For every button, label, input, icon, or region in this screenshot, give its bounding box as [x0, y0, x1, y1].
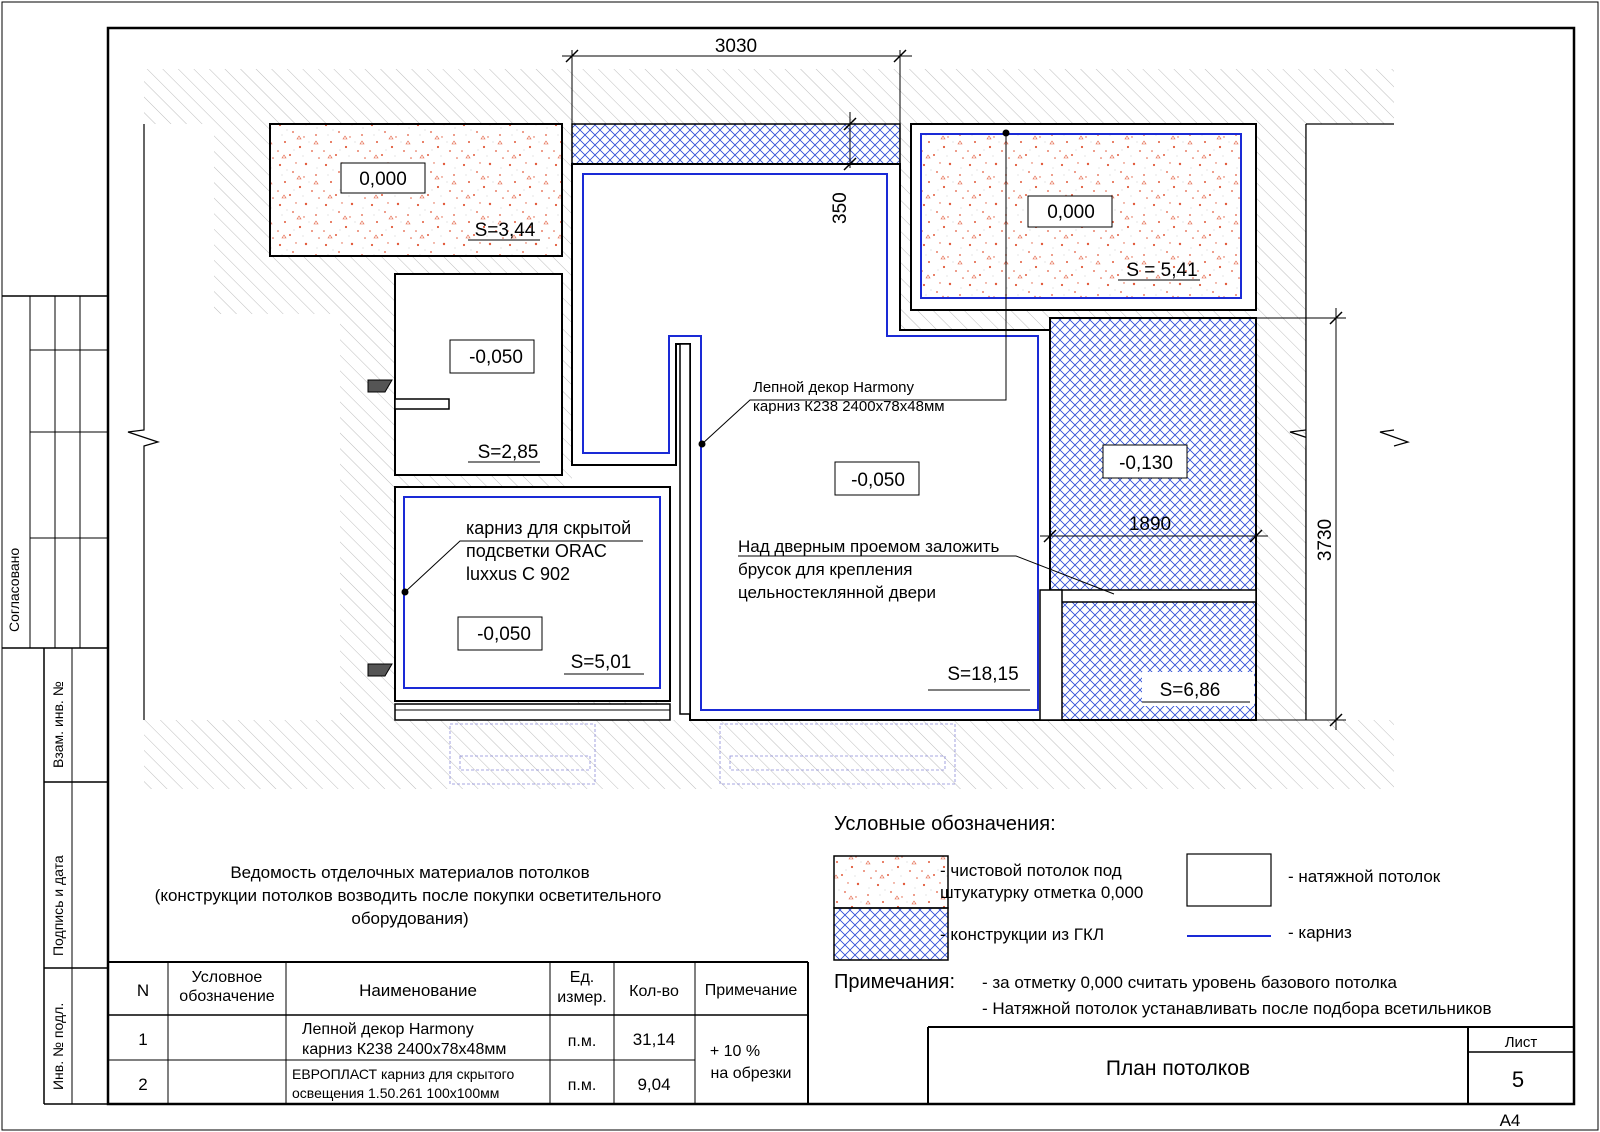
schedule-table	[108, 961, 809, 1104]
room-center-level: -0,050	[851, 470, 905, 491]
schedule-note-1: + 10 %	[710, 1043, 760, 1060]
annotation-door-2: брусок для крепления	[738, 560, 912, 579]
title-block	[927, 1026, 1574, 1104]
schedule-row1-n: 1	[138, 1030, 147, 1049]
room-mid-left-level: -0,050	[469, 347, 523, 368]
leader-harmony	[701, 133, 1007, 445]
legend-cornice: - карниз	[1288, 923, 1352, 942]
room-top-left-area: S=3,44	[475, 220, 536, 241]
room-right-level: -0,130	[1119, 453, 1173, 474]
annotation-orac-2: подсветки ORAC	[466, 541, 607, 561]
dimension-1890	[1040, 529, 1268, 543]
legend-swatch-stretch	[1186, 853, 1272, 907]
title-block-sheet-number: 5	[1512, 1067, 1524, 1092]
schedule-title-1: Ведомость отделочных материалов потолков	[230, 863, 589, 882]
schedule-header-qty: Кол-во	[629, 983, 679, 1000]
sheet-format: А4	[1500, 1111, 1521, 1130]
schedule-row2-unit: п.м.	[568, 1077, 597, 1094]
legend-plaster-1: - чистовой потолок под	[940, 861, 1122, 880]
window-hints	[449, 723, 956, 785]
legend-gkl: - конструкции из ГКЛ	[940, 925, 1104, 944]
notes-title: Примечания:	[834, 971, 955, 993]
annotation-harmony-2: карниз К238 2400х78х48мм	[753, 398, 945, 415]
schedule-row1-unit: п.м.	[568, 1033, 597, 1050]
dimension-3730-label: 3730	[1315, 519, 1336, 561]
schedule-header-symbol-1: Условное	[192, 969, 263, 986]
schedule-header-symbol-2: обозначение	[179, 988, 275, 1005]
room-bottom-left	[394, 486, 671, 702]
legend-swatch-gkl	[833, 907, 949, 961]
schedule-header-note: Примечание	[705, 982, 798, 999]
room-mid-left	[394, 273, 563, 476]
side-stamp	[2, 295, 108, 1105]
legend-plaster-2: штукатурку отметка 0,000	[940, 883, 1143, 902]
stamp-agreed: Согласовано	[6, 548, 22, 632]
room-top-right-area: S = 5,41	[1126, 260, 1197, 281]
note-1: - за отметку 0,000 считать уровень базов…	[982, 973, 1398, 992]
title-block-sheet-label: Лист	[1505, 1034, 1538, 1051]
stamp-inv-original: Инв. № подл.	[50, 1003, 66, 1090]
dimension-3730	[1256, 308, 1346, 730]
schedule-row2-n: 2	[138, 1075, 147, 1094]
room-right-area: S=6,86	[1160, 680, 1221, 701]
annotation-door-1: Над дверным проемом заложить	[738, 537, 999, 556]
annotation-door-3: цельностеклянной двери	[738, 583, 936, 602]
leader-door	[738, 555, 1115, 595]
annotation-harmony-1: Лепной декор Harmony	[753, 379, 915, 396]
dimension-1890-label: 1890	[1129, 514, 1171, 535]
schedule-row2-qty: 9,04	[637, 1075, 670, 1094]
schedule-note-2: на обрезки	[711, 1065, 792, 1082]
stamp-signature-date: Подпись и дата	[50, 855, 66, 956]
schedule-row1-name-1: Лепной декор Harmony	[302, 1021, 474, 1038]
legend-stretch: - натяжной потолок	[1288, 867, 1441, 886]
schedule-header-unit-2: измер.	[557, 989, 607, 1006]
dimension-350	[843, 112, 857, 171]
schedule-title-2: (конструкции потолков возводить после по…	[155, 886, 662, 905]
schedule-row1-qty: 31,14	[633, 1030, 676, 1049]
annotation-orac-3: luxxus C 902	[466, 564, 570, 584]
schedule-header-n: N	[137, 981, 149, 1000]
room-bottom-left-level: -0,050	[477, 624, 531, 645]
title-block-title: План потолков	[1106, 1057, 1250, 1080]
cornice-center	[582, 173, 1039, 711]
drawing-frame	[106, 26, 1576, 1106]
room-center	[571, 163, 1051, 721]
gkl-strip-top	[571, 123, 901, 165]
pipe-icon	[367, 379, 393, 393]
note-2: - Натяжной потолок устанавливать после п…	[982, 999, 1491, 1018]
dimension-3030	[562, 49, 912, 124]
legend-swatch-plaster	[833, 855, 949, 909]
schedule-row2-name-1: ЕВРОПЛАСТ карниз для скрытого	[292, 1066, 514, 1082]
break-line-left	[127, 124, 161, 720]
legend-title: Условные обозначения:	[834, 813, 1056, 835]
dimension-3030-label: 3030	[715, 36, 757, 57]
room-bottom-left-area: S=5,01	[571, 652, 632, 673]
room-center-area: S=18,15	[947, 664, 1018, 685]
room-top-right-level: 0,000	[1047, 202, 1095, 223]
pipe-icon-lower	[367, 663, 393, 677]
schedule-header-unit-1: Ед.	[570, 969, 594, 986]
dimension-350-label: 350	[830, 192, 851, 224]
schedule-title-3: оборудования)	[351, 909, 468, 928]
schedule-row1-name-2: карниз К238 2400х78х48мм	[302, 1041, 506, 1058]
room-right-gkl	[1049, 317, 1257, 721]
room-mid-left-area: S=2,85	[478, 442, 539, 463]
schedule-header-name: Наименование	[359, 981, 477, 1000]
leader-orac	[404, 540, 643, 593]
schedule-row2-name-2: освещения 1.50.261 100х100мм	[292, 1085, 499, 1101]
stamp-inv-replace: Взам. инв. №	[50, 681, 66, 768]
room-top-left-level: 0,000	[359, 169, 407, 190]
annotation-orac-1: карниз для скрытой	[466, 518, 631, 538]
